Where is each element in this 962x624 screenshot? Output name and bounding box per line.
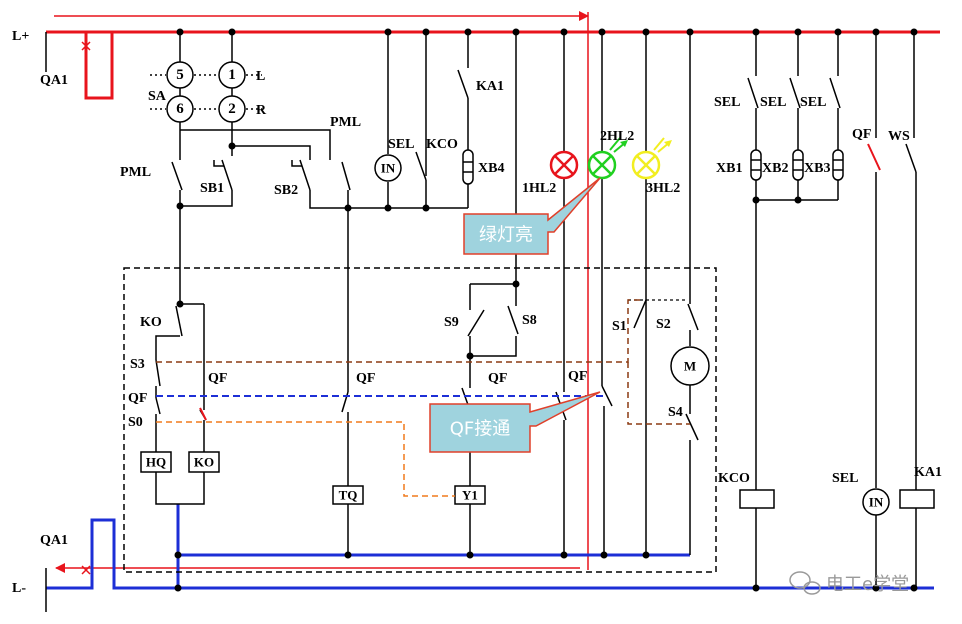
sa-contact-2: 2	[228, 101, 236, 117]
sa-contact-5: 5	[176, 67, 184, 83]
qf-contact-red	[867, 143, 881, 171]
label-kco-coil: KCO	[718, 471, 750, 486]
label-s3: S3	[130, 357, 145, 372]
label-qf-tq: QF	[356, 371, 375, 386]
label-pml-left: PML	[120, 165, 151, 180]
in-meter-right	[862, 488, 890, 516]
label-s1: S1	[612, 319, 627, 334]
breaker-mechanism-boundary	[123, 267, 717, 573]
coil-tq-text: TQ	[339, 488, 358, 503]
label-s8: S8	[522, 313, 537, 328]
in-meter-left	[374, 154, 402, 182]
label-ws: WS	[888, 129, 910, 144]
callout-qf-closed	[429, 391, 601, 453]
label-xb1: XB1	[716, 161, 742, 176]
label-qf-y1: QF	[488, 371, 507, 386]
motor-text: M	[684, 359, 696, 374]
sa-pos-r: R	[256, 103, 267, 118]
wechat-icon	[789, 571, 821, 595]
label-sel-3: SEL	[800, 95, 826, 110]
control-wiring	[155, 32, 917, 588]
qf-contact-red-2	[199, 407, 207, 421]
label-qa1-top: QA1	[40, 73, 68, 88]
label-sel-1: SEL	[714, 95, 740, 110]
in-meter-right-text: IN	[869, 495, 884, 510]
label-xb4: XB4	[478, 161, 504, 176]
lamp-2hl2-green	[587, 137, 628, 180]
label-1hl2: 1HL2	[522, 181, 556, 196]
label-qf-right: QF	[852, 127, 871, 142]
mech-link-s0	[156, 421, 455, 497]
negative-bus	[46, 504, 934, 590]
label-s0: S0	[128, 415, 143, 430]
label-qf-left: QF	[128, 391, 147, 406]
label-sb2: SB2	[274, 183, 298, 198]
callout-qf-closed-text: QF接通	[450, 419, 511, 440]
positive-bus	[46, 30, 940, 100]
label-3hl2: 3HL2	[646, 181, 680, 196]
label-ka1-contact: KA1	[476, 79, 504, 94]
label-ka1-coil: KA1	[914, 465, 942, 480]
coil-y1-text: Y1	[462, 488, 478, 503]
xb-terminals	[462, 149, 844, 185]
label-qa1-bottom: QA1	[40, 533, 68, 548]
sa-contact-1: 1	[228, 67, 236, 83]
label-xb3: XB3	[804, 161, 830, 176]
mech-link-s4	[627, 362, 690, 425]
coil-hq-text: HQ	[146, 455, 166, 470]
label-sel-meter: SEL	[388, 137, 414, 152]
label-qf-ko: QF	[208, 371, 227, 386]
label-sel-2: SEL	[760, 95, 786, 110]
mech-link-s3	[156, 299, 640, 363]
selector-dotted-links	[150, 74, 262, 110]
sa-contact-6: 6	[176, 101, 184, 117]
label-kco-contact: KCO	[426, 137, 458, 152]
label-qf-hl: QF	[568, 369, 587, 384]
motor-m	[670, 346, 710, 386]
selector-sa	[166, 61, 246, 123]
callout-green-light-text: 绿灯亮	[479, 225, 533, 246]
label-s9: S9	[444, 315, 459, 330]
sa-pos-l: L	[256, 69, 265, 84]
watermark-text: 电工e学堂	[826, 574, 909, 595]
callout-green-light	[463, 177, 601, 255]
label-xb2: XB2	[762, 161, 788, 176]
label-sb1: SB1	[200, 181, 224, 196]
label-s2: S2	[656, 317, 671, 332]
coil-ko-text: KO	[194, 455, 214, 470]
coil-boxes	[140, 451, 935, 509]
in-meter-left-text: IN	[381, 161, 396, 176]
label-ko: KO	[140, 315, 162, 330]
label-s4: S4	[668, 405, 683, 420]
label-pml-right: PML	[330, 115, 361, 130]
label-l-plus: L+	[12, 29, 29, 44]
label-l-minus: L-	[12, 581, 26, 596]
lamp-3hl2-yellow	[631, 137, 672, 180]
label-sel-coil: SEL	[832, 471, 858, 486]
label-sa: SA	[148, 89, 167, 104]
label-2hl2: 2HL2	[600, 129, 634, 144]
lamp-1hl2-red	[549, 150, 579, 180]
junction-dots	[174, 28, 918, 592]
